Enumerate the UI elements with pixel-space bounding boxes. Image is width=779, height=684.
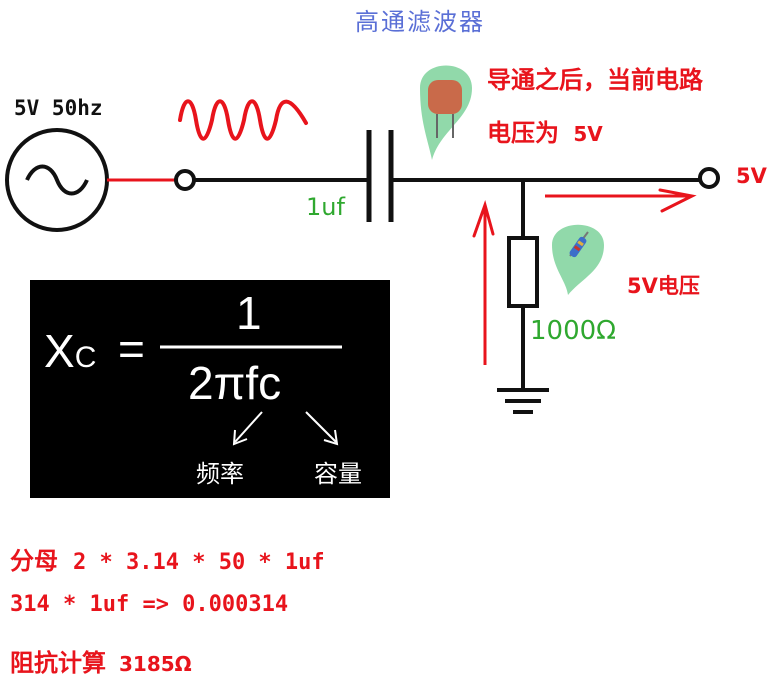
source-label: 5V 50hz [14,96,103,120]
note-conduct-line2-value: 5V [573,122,603,146]
formula-denominator: 2πfc [188,357,282,409]
calc-denominator-value: 2 * 3.14 * 50 * 1uf [73,550,325,575]
diagram-title: 高通滤波器 [355,8,485,36]
formula-lhs: XC [44,324,96,378]
formula-equals: = [118,323,145,375]
calc-line-1: 分母 2 * 3.14 * 50 * 1uf [10,541,325,576]
arrow-to-capacitance [305,411,339,446]
formula-lines [160,345,342,446]
calc-line-3: 阻抗计算 3185Ω [10,643,192,678]
label-frequency: 频率 [196,460,244,488]
ac-wave-drawing [178,99,308,141]
note-conduct-line2: 电压为 5V [487,113,603,148]
formula-subscript: C [74,341,97,374]
current-arrow-up [472,200,495,365]
capacitor-component-icon [420,65,472,160]
formula-panel: XC = 1 2πfc 频率 容量 [30,280,390,498]
arrow-to-frequency [232,411,263,446]
resistor-component-icon [552,224,604,295]
current-arrow-right [545,188,697,213]
calc-impedance-label: 阻抗计算 [10,649,106,677]
label-capacitance: 容量 [314,460,362,488]
capacitor-label: 1uf [306,193,345,221]
ac-source-symbol [5,128,109,232]
note-resistor-voltage: 5V电压 [627,274,700,298]
note-conduct-line1: 导通之后，当前电路 [487,66,703,94]
output-voltage-label: 5V [736,164,767,188]
ground-symbol [497,388,549,414]
formula-numerator: 1 [236,287,262,339]
calc-denominator-label: 分母 [10,547,58,575]
note-conduct-line2-prefix: 电压为 [487,119,559,147]
calc-impedance-value: 3185Ω [119,652,192,676]
resistor-symbol [507,236,539,308]
calc-line-2: 314 * 1uf => 0.000314 [10,592,289,617]
resistor-label: 1000Ω [530,316,617,346]
formula-x: X [44,325,75,377]
input-terminal [174,169,196,191]
output-terminal [698,167,720,189]
